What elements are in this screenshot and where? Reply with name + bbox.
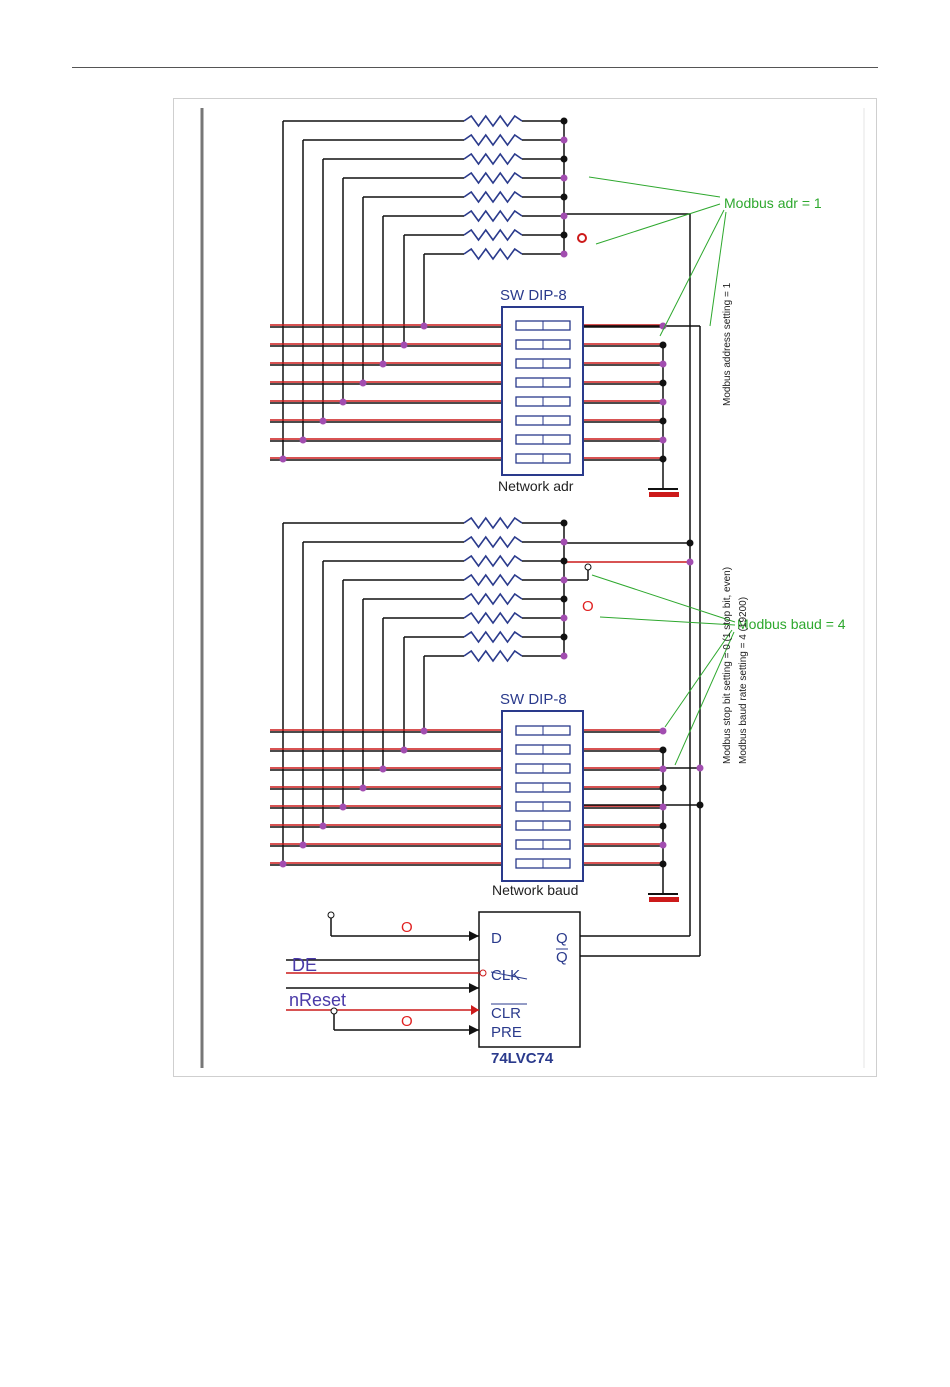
baud-junction-dot: [401, 747, 408, 754]
adr-ground-dot: [660, 361, 667, 368]
baud-ground-dot: [660, 842, 667, 849]
ground-symbol-bottom: [648, 861, 679, 902]
adr-bus-dot: [561, 137, 568, 144]
baud-bus-dot: [561, 539, 568, 546]
baud-resistor-5: [464, 594, 522, 604]
pin-clk: CLK: [491, 967, 520, 984]
baud-resistor-2: [464, 537, 522, 547]
baud-junction-dot: [340, 804, 347, 811]
baud-bus-dot: [561, 615, 568, 622]
bottom-switch-title: SW DIP-8: [500, 691, 567, 708]
pin-pre: PRE: [491, 1024, 522, 1041]
adr-junction-dot: [401, 342, 408, 349]
baud-resistor-4: [464, 575, 522, 585]
adr-junction-dot: [280, 456, 287, 463]
ground-symbol-top: [648, 458, 679, 497]
adr-junction-dot: [421, 323, 428, 330]
stopbit-terminal: [585, 564, 591, 570]
dip-switch-bottom: [502, 711, 583, 881]
adr-resistor-4: [464, 173, 522, 183]
top-switch-title: SW DIP-8: [500, 287, 567, 304]
baud-junction-dot: [380, 766, 387, 773]
baud-bus-dot: [561, 577, 568, 584]
adr-resistor-2: [464, 135, 522, 145]
adr-junction-dot: [380, 361, 387, 368]
pin-q: Q: [556, 930, 568, 947]
adr-resistor-6: [464, 211, 522, 221]
baud-resistor-1: [464, 518, 522, 528]
adr-bus-dot: [561, 232, 568, 239]
baud-ground-dot: [660, 747, 667, 754]
adr-junction-dot: [340, 399, 347, 406]
flipflop-red-arrows: [471, 1005, 479, 1015]
adr-ground-dot: [660, 437, 667, 444]
adr-resistor-5: [464, 192, 522, 202]
adr-open-terminal: [578, 234, 586, 242]
baud-bus-dot: [561, 653, 568, 660]
baud-resistor-3: [464, 556, 522, 566]
baud-bus-dot: [561, 634, 568, 641]
baud-resistor-7: [464, 632, 522, 642]
flipflop-arrows: [469, 931, 479, 1035]
adr-junction-dot: [300, 437, 307, 444]
adr-resistor-1: [464, 116, 522, 126]
signal-de: DE: [292, 955, 317, 975]
baud-junction-dot: [320, 823, 327, 830]
adr-bus-dot: [561, 194, 568, 201]
top-switch-caption: Network adr: [498, 478, 574, 494]
adr-bus-dot: [561, 118, 568, 125]
baud-ground-dot: [660, 823, 667, 830]
baud-bus-dot: [561, 520, 568, 527]
adr-resistor-3: [464, 154, 522, 164]
rail-junction: [687, 559, 694, 566]
d-input-terminal: [328, 912, 334, 918]
adr-ground-dot: [660, 342, 667, 349]
pin-clr: CLR: [491, 1005, 521, 1022]
pre-open-mark: O: [401, 1013, 413, 1030]
adr-junction-dot: [360, 380, 367, 387]
bottom-switch-note: Modbus baud = 4: [737, 616, 846, 632]
bottom-switch-caption: Network baud: [492, 882, 578, 898]
baud-junction-dot: [421, 728, 428, 735]
adr-ground-dot: [660, 418, 667, 425]
dip-switch-slots: [516, 321, 570, 868]
adr-bus-dot: [561, 156, 568, 163]
baud-vertical-note: Modbus baud rate setting = 4 (19200): [738, 597, 749, 764]
baud-ground-dot: [660, 804, 667, 811]
rail-junction: [687, 540, 694, 547]
adr-ground-dot: [660, 380, 667, 387]
baud-ground-dot: [660, 785, 667, 792]
baud-junction-dot: [360, 785, 367, 792]
baud-resistor-8: [464, 651, 522, 661]
stopbit-vertical-note: Modbus stop bit setting = 0 (1 stop bit,…: [722, 567, 733, 764]
baud-bus-dot: [561, 596, 568, 603]
baud-bus-dot: [561, 558, 568, 565]
adr-junction-dot: [320, 418, 327, 425]
rail-junction: [697, 802, 704, 809]
rail-junction: [697, 765, 704, 772]
baud-junction-dot: [280, 861, 287, 868]
adr-resistor-7: [464, 230, 522, 240]
adr-ground-dot: [660, 399, 667, 406]
adr-bus-dot: [561, 175, 568, 182]
address-vertical-note: Modbus address setting = 1: [722, 282, 733, 406]
clk-bubble: [480, 970, 486, 976]
pin-q-bar: Q: [556, 949, 568, 966]
d-open-mark: O: [401, 919, 413, 936]
baud-ground-dot: [660, 728, 667, 735]
adr-bus-dot: [561, 213, 568, 220]
adr-bus-dot: [561, 251, 568, 258]
annotation-lines: [589, 177, 735, 765]
top-switch-note: Modbus adr = 1: [724, 195, 822, 211]
baud-resistor-6: [464, 613, 522, 623]
signal-nreset: nReset: [289, 990, 346, 1010]
baud-ground-dot: [660, 766, 667, 773]
dip-switch-top: [502, 307, 583, 475]
baud-open-mark: O: [582, 598, 594, 615]
baud-junction-dot: [300, 842, 307, 849]
flipflop-name: 74LVC74: [491, 1050, 554, 1067]
pin-d: D: [491, 930, 502, 947]
adr-resistor-8: [464, 249, 522, 259]
